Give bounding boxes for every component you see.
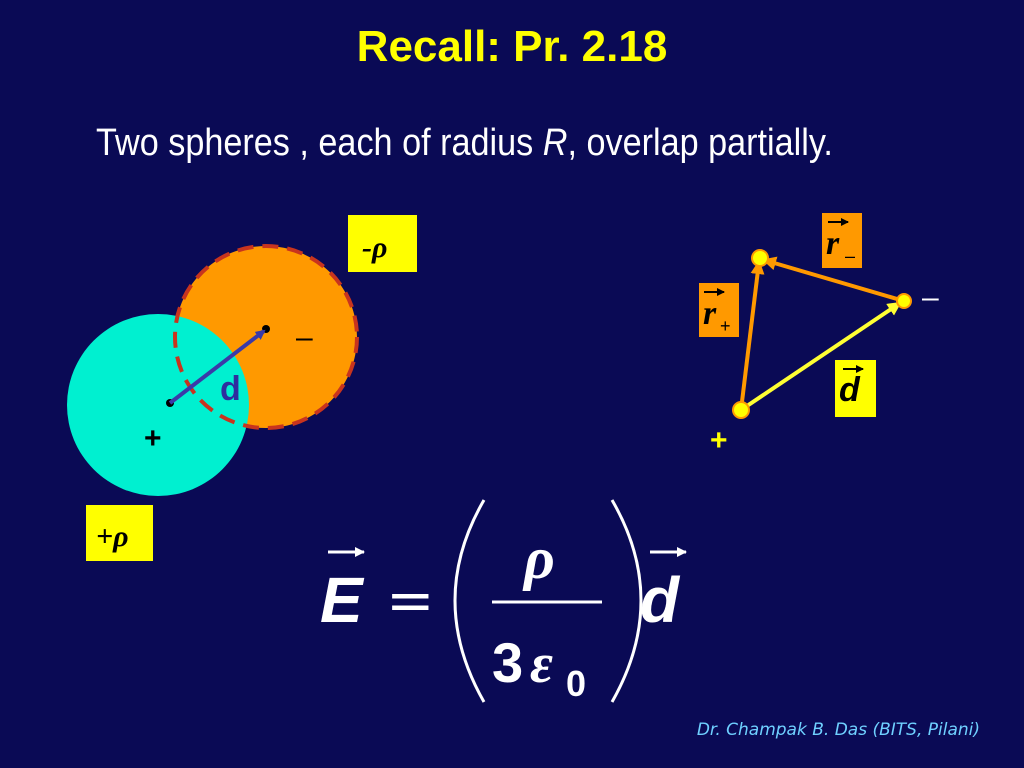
statement-pre: Two spheres , each of radius [96, 122, 543, 164]
separation-label: d [220, 370, 241, 408]
author-credit: Dr. Champak B. Das (BITS, Pilani) [696, 720, 980, 740]
d-vector-arrow [739, 301, 902, 412]
equation-denominator-coeff: 3 [492, 631, 523, 694]
negative-density-label: -ρ [362, 231, 387, 264]
r-plus-arrow [739, 260, 765, 411]
negative-point-sign: – [922, 281, 939, 314]
equation-lhs: E [320, 564, 365, 636]
positive-point [732, 401, 750, 419]
equation-numerator: ρ [522, 525, 555, 591]
overlapping-spheres: d + – [67, 244, 359, 496]
equation-equals: = [386, 566, 435, 634]
equation-rhs: d [640, 564, 681, 636]
positive-point-sign: + [710, 424, 728, 457]
positive-density-label: +ρ [96, 520, 129, 553]
positive-center-sign: + [144, 422, 162, 455]
vector-triangle: + – [710, 249, 939, 457]
r-plus-subscript: + [720, 316, 731, 336]
d-box-label: d [839, 371, 861, 409]
r-minus-label-box: r – [822, 213, 862, 268]
r-minus-label: r [826, 225, 840, 262]
equation-denominator-subscript: 0 [566, 663, 586, 704]
left-parenthesis [453, 499, 486, 703]
separation-arrow [168, 329, 266, 405]
r-minus-subscript: – [845, 246, 855, 266]
r-plus-label: r [703, 295, 717, 332]
negative-sphere-dashed-edge [173, 244, 359, 430]
negative-point [896, 293, 912, 309]
positive-sphere [67, 314, 249, 496]
field-point [751, 249, 769, 267]
statement-post: , overlap partially. [567, 122, 833, 164]
right-parenthesis [610, 499, 643, 703]
equation-denominator-symbol: ε [530, 633, 553, 695]
statement-radius-var: R [542, 122, 568, 164]
r-minus-arrow [762, 256, 905, 303]
field-equation: E = ρ 3 ε 0 d [320, 499, 687, 704]
problem-statement: Two spheres , each of radius R, overlap … [96, 122, 833, 165]
negative-density-box: -ρ [348, 215, 417, 272]
negative-center-sign: – [296, 321, 313, 354]
positive-density-box: +ρ [86, 505, 153, 561]
r-plus-label-box: r + [699, 283, 739, 337]
page-title: Recall: Pr. 2.18 [356, 22, 668, 71]
d-label-box: d [835, 360, 876, 417]
